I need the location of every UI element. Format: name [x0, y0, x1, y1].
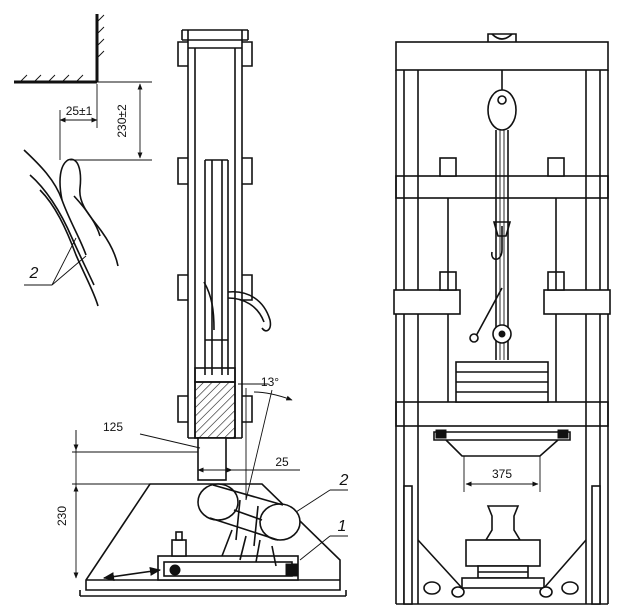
dim-375-label: 375 [492, 467, 512, 481]
side-drop-weight [194, 367, 236, 481]
dim-25-label: 25 [275, 455, 289, 469]
side-leader-2: 2 [295, 472, 349, 513]
side-angle-13: 13° [238, 375, 293, 501]
dim-offset-label: 25±1 [66, 104, 93, 118]
angle-label: 13° [261, 375, 279, 389]
detail-dimension-offset: 25±1 [59, 84, 98, 160]
dim-230-label: 230 [55, 506, 69, 526]
front-anvil [461, 505, 545, 589]
side-column-clamps [177, 41, 253, 423]
front-dimension-375: 375 [463, 456, 541, 492]
side-leader-1: 1 [299, 518, 348, 561]
side-item-2-number: 2 [339, 472, 349, 489]
front-view: 375 [393, 33, 611, 605]
dim-125-label: 125 [103, 420, 123, 434]
side-specimen-2 [197, 483, 301, 567]
side-adjust-arrow [102, 566, 162, 582]
detail-item-number: 2 [29, 265, 39, 282]
front-frame [395, 33, 609, 605]
front-weight-stack [455, 361, 549, 403]
side-column [181, 29, 249, 439]
front-striker [433, 429, 571, 457]
side-guide-rods [204, 159, 229, 375]
front-release-mechanism [469, 287, 512, 344]
front-slide-blocks [393, 157, 611, 402]
detail-hand-outline [23, 149, 119, 307]
dim-height-label: 230±2 [115, 104, 129, 138]
side-item-1-number: 1 [338, 518, 347, 535]
detail-wall-hatching [19, 14, 105, 83]
detail-dimension-height: 230±2 [70, 81, 152, 161]
side-release-lever [203, 281, 272, 332]
side-dimension-230: 230 [55, 430, 192, 579]
detail-leader-2: 2 [24, 237, 87, 286]
front-feet [403, 485, 601, 605]
side-view: 13° 125 25 230 2 [55, 29, 349, 597]
side-dimension-25: 25 [197, 455, 300, 473]
detail-view: 25±1 230±2 2 [14, 14, 152, 307]
front-hoist [487, 70, 517, 360]
